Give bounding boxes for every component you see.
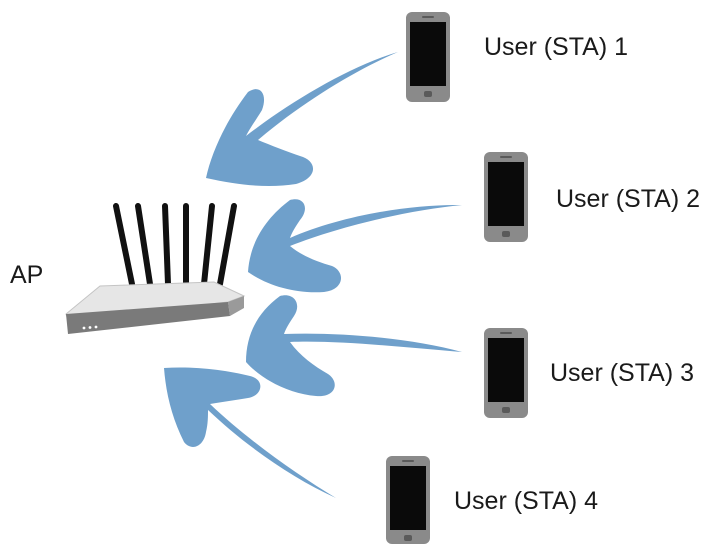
sta1-label: User (STA) 1	[484, 33, 628, 61]
router-right-face	[228, 296, 244, 316]
uplink-arrow-sta3	[246, 295, 462, 397]
ap-label: AP	[10, 261, 43, 289]
sta3-label: User (STA) 3	[550, 359, 694, 387]
sta4-phone-icon	[386, 456, 430, 544]
sta1-phone-icon	[406, 12, 450, 102]
uplink-arrows	[164, 52, 462, 498]
uplink-arrow-sta2	[248, 199, 462, 293]
uplink-arrow-sta4	[164, 367, 336, 498]
router-antennas	[113, 203, 237, 287]
sta2-phone-icon	[484, 152, 528, 242]
ap-router-icon	[65, 203, 246, 334]
sta2-label: User (STA) 2	[556, 185, 700, 213]
router-led-icons	[82, 325, 98, 330]
sta4-label: User (STA) 4	[454, 487, 598, 515]
sta3-phone-icon	[484, 328, 528, 418]
router-front-face	[66, 302, 230, 334]
uplink-arrow-sta1	[206, 52, 398, 186]
